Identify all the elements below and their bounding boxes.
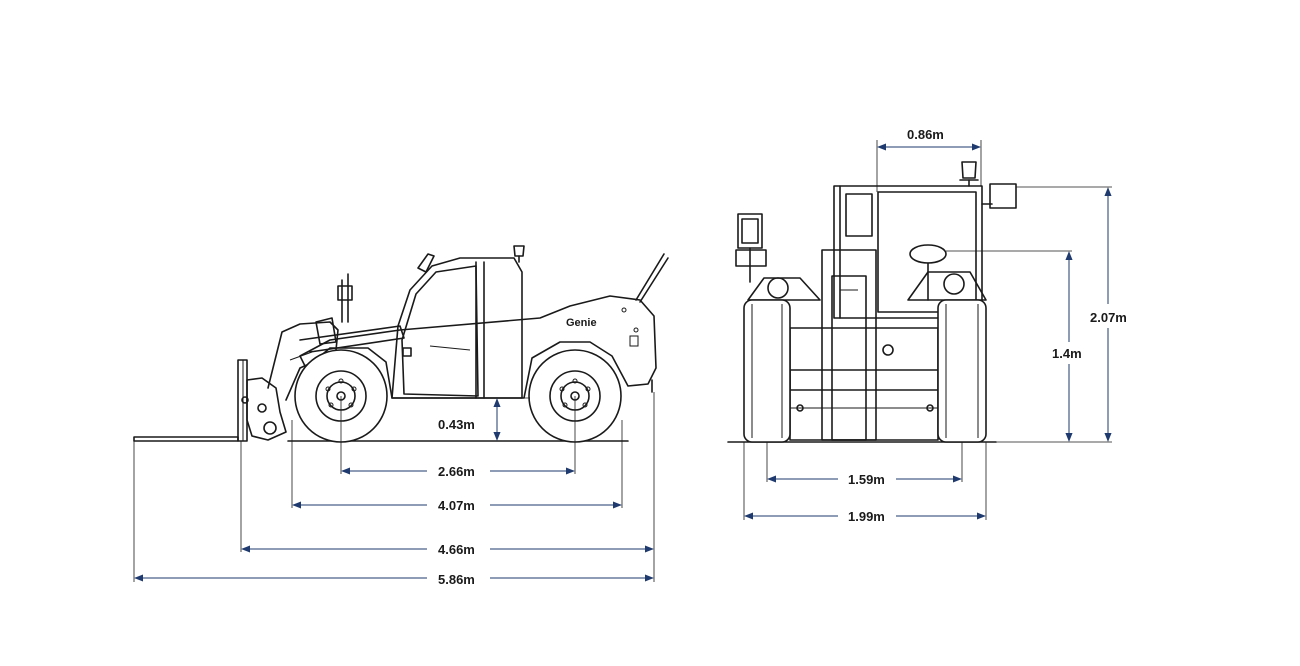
forks	[133, 359, 248, 442]
rear-view: 0.86m 2.07m 1.4m 1.59m 1.99m	[727, 127, 1127, 524]
length-without-forks-label: 4.07m	[438, 498, 475, 513]
rear-cab	[833, 161, 983, 319]
cab-floor-height-label: 1.4m	[1052, 346, 1082, 361]
ground-clearance-label: 0.43m	[438, 417, 475, 432]
cab	[391, 245, 525, 399]
chassis: Genie	[299, 253, 669, 399]
cab-width-label: 0.86m	[907, 127, 944, 142]
side-mirror-mast	[337, 273, 353, 323]
track-width-label: 1.59m	[848, 472, 885, 487]
overall-height-label: 2.07m	[1090, 310, 1127, 325]
side-view: Genie	[133, 245, 669, 587]
overall-width-label: 1.99m	[848, 509, 885, 524]
rear-mirrors	[735, 183, 1017, 283]
rear-right-tire	[937, 299, 987, 443]
wheelbase-label: 2.66m	[438, 464, 475, 479]
overall-length-label: 5.86m	[438, 572, 475, 587]
rear-left-tire	[743, 299, 791, 443]
carriage	[241, 377, 287, 441]
length-to-carriage-label: 4.66m	[438, 542, 475, 557]
rear-boom	[821, 249, 877, 441]
brand-logo: Genie	[566, 317, 597, 329]
